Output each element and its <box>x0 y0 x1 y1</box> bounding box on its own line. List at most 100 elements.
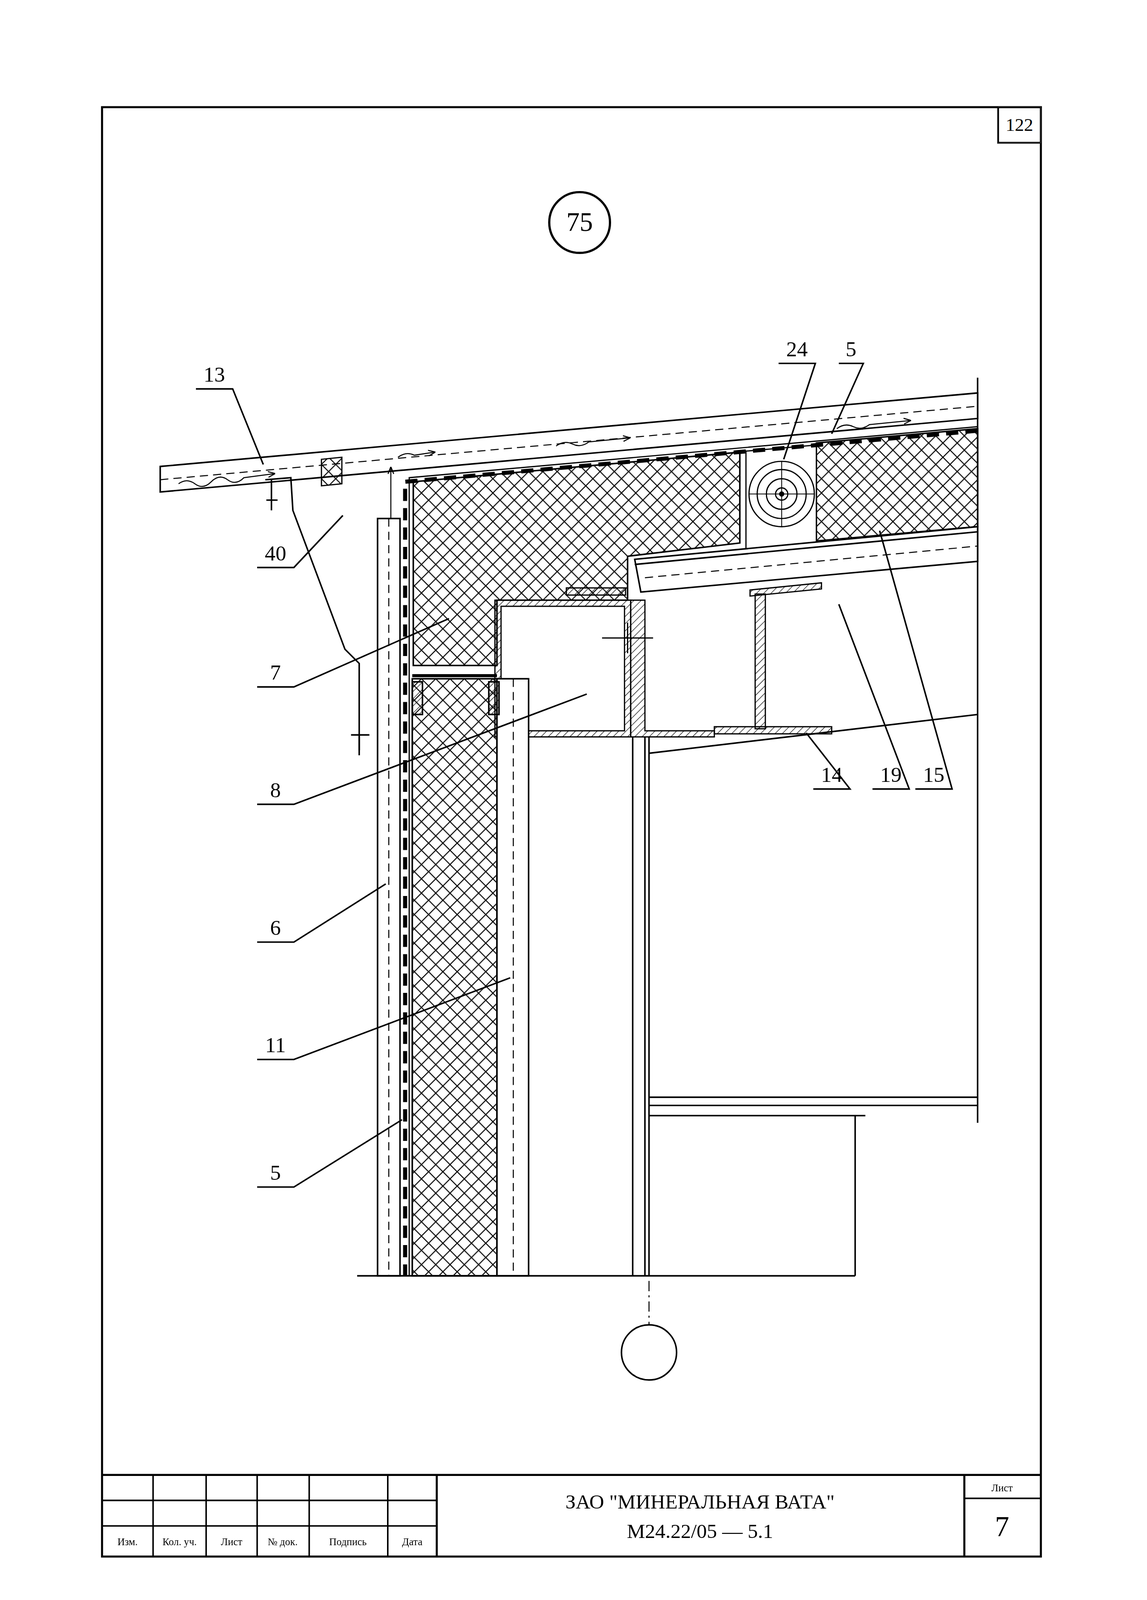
wind-membrane <box>405 426 978 1276</box>
building-structure <box>649 1096 978 1098</box>
wall-panel <box>412 678 498 1276</box>
building-structure <box>357 377 978 1380</box>
leader-line <box>838 604 910 789</box>
callout-number: 8 <box>270 779 282 803</box>
sheet-frame <box>998 107 1042 144</box>
steel-column-head <box>630 600 715 737</box>
building-structure <box>621 1324 677 1380</box>
title-block <box>101 1524 437 1527</box>
title-block-text: 7 <box>994 1510 1010 1543</box>
callout-number: 14 <box>821 763 843 788</box>
callout-number: 40 <box>264 542 287 566</box>
steel-column-head <box>626 622 629 654</box>
purlin <box>634 531 978 565</box>
building-structure <box>649 714 978 754</box>
title-block-text: Изм. <box>117 1535 138 1547</box>
leader-line <box>257 883 386 942</box>
title-block <box>101 1473 1041 1476</box>
building-structure <box>357 1274 856 1277</box>
building-structure <box>976 377 979 1123</box>
leader-line <box>257 977 511 1060</box>
callout-number: 24 <box>786 338 808 362</box>
title-block <box>308 1474 310 1557</box>
leader-line <box>257 1119 402 1187</box>
callout-number: 19 <box>879 763 902 788</box>
purlin <box>645 545 978 578</box>
title-block <box>387 1474 389 1557</box>
vent-element <box>745 444 817 551</box>
wall-panel <box>377 518 529 1276</box>
leader-line <box>195 388 264 465</box>
roof-insulation <box>816 428 978 541</box>
leader-line <box>879 530 952 789</box>
sheet-frame <box>101 107 1041 1557</box>
sheet-number-box: 122 <box>998 107 1042 144</box>
callout-number: 15 <box>922 763 945 788</box>
building-structure <box>648 736 650 1276</box>
callout-number: 5 <box>845 338 857 362</box>
wall-panel <box>412 681 423 715</box>
title-block <box>435 1474 439 1557</box>
leader-line <box>831 363 864 435</box>
title-block-text: М24.22/05 — 5.1 <box>626 1519 774 1543</box>
wall-panel <box>377 518 401 1276</box>
building-structure <box>854 1115 856 1276</box>
roof-sheet <box>321 457 342 486</box>
building-structure <box>644 736 646 1276</box>
wind-membrane <box>409 426 978 1276</box>
vent-element <box>749 493 815 495</box>
airflow-arrow <box>178 473 275 487</box>
node-text: 75 <box>566 207 593 237</box>
bracket <box>265 477 359 751</box>
building-structure <box>649 1114 866 1116</box>
airflow-arrow <box>556 437 630 446</box>
building-structure <box>648 1280 650 1325</box>
leader-line <box>257 618 450 687</box>
title-block-text: № док. <box>267 1535 298 1547</box>
leader-line <box>257 515 343 568</box>
title-block-text: Подпись <box>329 1535 367 1547</box>
title-block <box>101 1499 437 1501</box>
wall-panel <box>412 673 498 678</box>
vent-element <box>745 444 817 551</box>
title-block <box>205 1474 207 1557</box>
title-block <box>152 1474 154 1557</box>
title-block <box>963 1474 966 1557</box>
airflow-arrow <box>836 420 911 429</box>
steel-beam <box>755 593 766 729</box>
callout-number: 6 <box>270 917 282 941</box>
purlin <box>634 526 978 592</box>
title-block <box>256 1474 258 1557</box>
leader-line <box>806 732 851 789</box>
detail-circle: 75 <box>548 191 612 255</box>
bracket <box>351 734 370 756</box>
vent-element <box>749 461 815 527</box>
steel-beam <box>714 582 832 734</box>
building-structure <box>649 1104 978 1106</box>
wall-panel <box>497 678 529 1276</box>
steel-column-head <box>566 587 626 596</box>
wall-panel <box>488 681 500 715</box>
title-block-text: Кол. уч. <box>162 1535 197 1547</box>
title-block-text: Лист <box>991 1481 1013 1493</box>
leader-line <box>778 363 816 460</box>
callout-number: 11 <box>265 1034 287 1058</box>
title-block <box>101 1474 1041 1557</box>
airflow-arrow <box>397 452 435 458</box>
leader-line <box>195 363 953 1187</box>
title-block <box>964 1497 1041 1499</box>
wall-panel <box>388 518 390 1276</box>
building-structure <box>631 736 634 1276</box>
callout-number: 13 <box>203 363 225 388</box>
title-block-text: Лист <box>220 1535 243 1547</box>
wind-membrane <box>405 430 978 1276</box>
airflow-arrow <box>178 420 911 1011</box>
wall-panel <box>512 678 514 1276</box>
purlin <box>634 526 978 592</box>
leader-line <box>257 693 587 804</box>
bracket <box>266 479 278 511</box>
callout-number: 5 <box>270 1161 282 1186</box>
circle-outline <box>549 191 610 253</box>
title-block-text: ЗАО "МИНЕРАЛЬНАЯ ВАТА" <box>565 1489 835 1513</box>
